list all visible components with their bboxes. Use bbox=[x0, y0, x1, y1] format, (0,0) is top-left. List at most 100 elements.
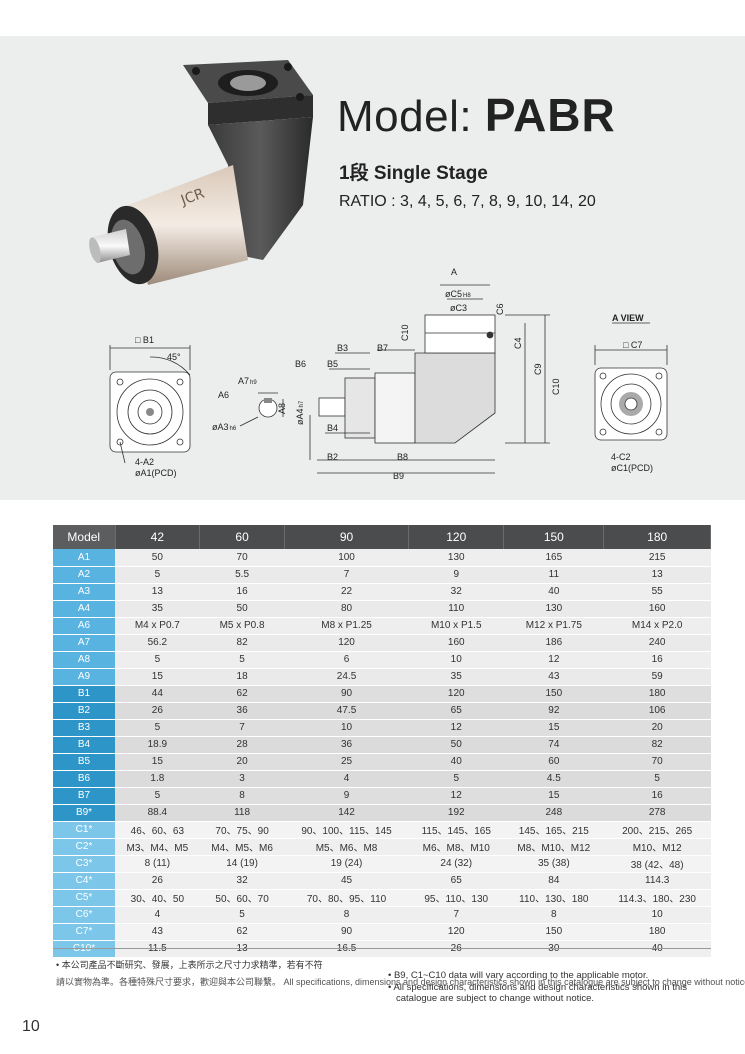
table-cell: M8 x P1.25 bbox=[284, 617, 409, 635]
table-cell: 60 bbox=[503, 753, 604, 771]
label-c1: øC1(PCD) bbox=[611, 463, 653, 473]
label-b4: B4 bbox=[327, 423, 338, 433]
row-label: C2* bbox=[53, 838, 115, 856]
table-cell: 50、60、70 bbox=[199, 889, 285, 907]
table-cell: 130 bbox=[408, 549, 504, 567]
table-cell: 82 bbox=[603, 736, 711, 754]
table-cell: 45 bbox=[284, 872, 409, 890]
shaft-end-view bbox=[239, 392, 284, 427]
stage-label: 1段 Single Stage bbox=[339, 163, 488, 184]
side-view bbox=[309, 284, 550, 474]
table-cell: 5 bbox=[408, 770, 504, 788]
label-b3: B3 bbox=[337, 343, 348, 353]
table-cell: 15 bbox=[503, 787, 604, 805]
table-cell: 11 bbox=[503, 566, 604, 584]
table-cell: 5 bbox=[199, 906, 285, 924]
table-header-model: Model bbox=[53, 525, 116, 549]
table-cell: 19 (24) bbox=[284, 855, 409, 873]
label-a7: A7h9 bbox=[238, 376, 257, 386]
table-cell: 20 bbox=[603, 719, 711, 737]
table-cell: 90 bbox=[284, 923, 409, 941]
table-cell: 32 bbox=[199, 872, 285, 890]
table-cell: 7 bbox=[284, 566, 409, 584]
label-c5: øC5H8 bbox=[445, 289, 471, 299]
table-cell: 106 bbox=[603, 702, 711, 720]
table-cell: 130 bbox=[503, 600, 604, 618]
row-label: B3 bbox=[53, 719, 115, 737]
table-cell: 22 bbox=[284, 583, 409, 601]
dimension-drawings: □ B1 45° 4-A2 øA1(PCD) A7h9 A6 A8 øA3h6 bbox=[109, 267, 668, 481]
table-cell: 4.5 bbox=[503, 770, 604, 788]
table-cell: 118 bbox=[199, 804, 285, 822]
row-label: B4 bbox=[53, 736, 115, 754]
table-cell: 65 bbox=[408, 702, 504, 720]
table-cell: 35 bbox=[115, 600, 200, 618]
a-view bbox=[594, 322, 668, 441]
table-cell: 84 bbox=[503, 872, 604, 890]
table-cell: 114.3、180、230 bbox=[603, 889, 711, 907]
table-header-cell: 180 bbox=[603, 525, 711, 549]
row-label: C6* bbox=[53, 906, 115, 924]
label-a8: A8 bbox=[277, 403, 287, 414]
row-label: C5* bbox=[53, 889, 115, 907]
table-cell: 7 bbox=[199, 719, 285, 737]
label-b1: □ B1 bbox=[135, 335, 154, 345]
table-cell: 142 bbox=[284, 804, 409, 822]
row-label: C7* bbox=[53, 923, 115, 941]
table-cell: 55 bbox=[603, 583, 711, 601]
table-cell: 35 bbox=[408, 668, 504, 686]
table-cell: 28 bbox=[199, 736, 285, 754]
label-c10: C10 bbox=[551, 378, 561, 395]
table-cell: 10 bbox=[408, 651, 504, 669]
table-cell: 8 bbox=[199, 787, 285, 805]
label-b9: B9 bbox=[393, 471, 404, 481]
table-cell: 8 (11) bbox=[115, 855, 200, 873]
table-cell: M3、M4、M5 bbox=[115, 838, 200, 856]
table-cell: 26 bbox=[115, 872, 200, 890]
table-cell: 16 bbox=[603, 651, 711, 669]
label-b2: B2 bbox=[327, 452, 338, 462]
table-cell: 14 (19) bbox=[199, 855, 285, 873]
table-cell: 20 bbox=[199, 753, 285, 771]
page-number: 10 bbox=[22, 1018, 40, 1035]
table-cell: 35 (38) bbox=[503, 855, 604, 873]
table-cell: 186 bbox=[503, 634, 604, 652]
table-cell: 92 bbox=[503, 702, 604, 720]
table-cell: 56.2 bbox=[115, 634, 200, 652]
table-cell: 8 bbox=[503, 906, 604, 924]
label-angle: 45° bbox=[167, 352, 181, 362]
table-row: C3*8 (11)14 (19)19 (24)24 (32)35 (38)38 … bbox=[53, 855, 711, 873]
table-cell: 15 bbox=[115, 753, 200, 771]
table-header-cell: 90 bbox=[284, 525, 410, 549]
table-cell: 12 bbox=[408, 719, 504, 737]
table-header-cell: 150 bbox=[503, 525, 605, 549]
row-label: A3 bbox=[53, 583, 115, 601]
table-cell: 114.3 bbox=[603, 872, 711, 890]
table-cell: 5 bbox=[115, 566, 200, 584]
table-cell: 115、145、165 bbox=[408, 821, 504, 839]
table-cell: 65 bbox=[408, 872, 504, 890]
table-cell: 40 bbox=[503, 583, 604, 601]
model-name: PABR bbox=[484, 89, 616, 141]
gearbox-product-image: JCR bbox=[89, 60, 313, 285]
table-cell: 70 bbox=[603, 753, 711, 771]
table-cell: 88.4 bbox=[115, 804, 200, 822]
table-cell: 215 bbox=[603, 549, 711, 567]
table-cell: 43 bbox=[503, 668, 604, 686]
row-label: A4 bbox=[53, 600, 115, 618]
table-cell: 95、110、130 bbox=[408, 889, 504, 907]
table-cell: 74 bbox=[503, 736, 604, 754]
table-cell: 5 bbox=[603, 770, 711, 788]
table-cell: 62 bbox=[199, 923, 285, 941]
